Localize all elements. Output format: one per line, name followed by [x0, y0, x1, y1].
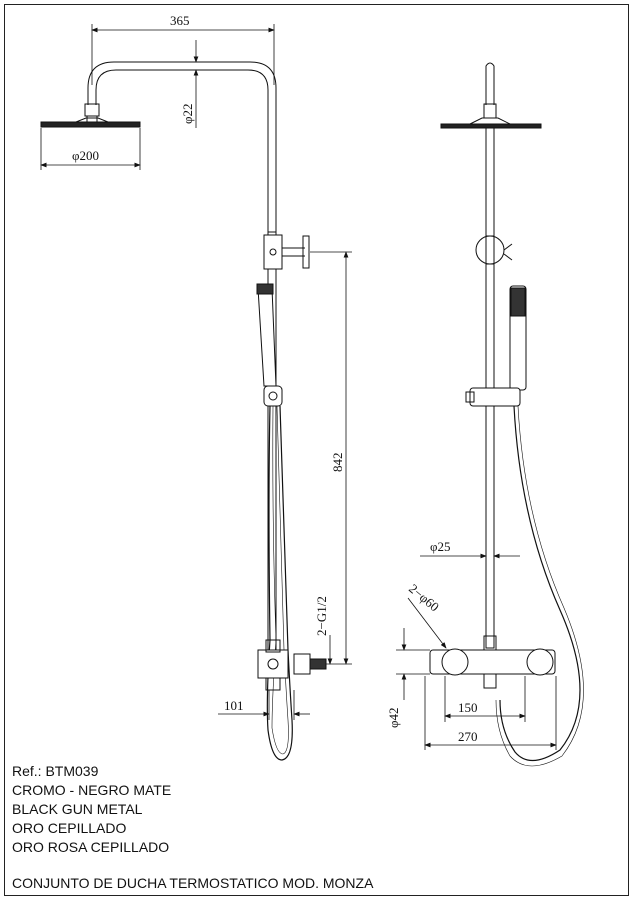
- dim-365: 365: [170, 13, 190, 28]
- dim-thread: 2−G1/2: [314, 596, 329, 636]
- right-handle: [526, 648, 554, 676]
- front-diverter: [475, 235, 505, 265]
- slide-holder: [263, 385, 283, 407]
- drawing-frame: [4, 4, 629, 896]
- shower-arm: [87, 61, 277, 232]
- side-view: [40, 61, 327, 761]
- dim-dia-200: φ200: [72, 148, 99, 163]
- dim-dia-60: 2−φ60: [406, 581, 442, 615]
- dim-dia-22: φ22: [180, 103, 195, 124]
- finish-option-1: CROMO - NEGRO MATE: [12, 782, 172, 798]
- mixer-side: [257, 649, 289, 679]
- front-dimensions: [396, 553, 557, 750]
- front-view: [429, 62, 584, 767]
- finish-option-2: BLACK GUN METAL: [12, 801, 143, 817]
- dim-842: 842: [330, 453, 345, 473]
- hand-shower: [257, 287, 277, 387]
- wall-connector: [293, 653, 311, 675]
- front-dim-labels: φ25 2−φ60 φ42 150 270: [386, 539, 478, 744]
- arm-joint: [84, 103, 100, 117]
- left-handle: [441, 648, 469, 676]
- side-dimensions: [40, 24, 352, 720]
- drawing-title: CONJUNTO DE DUCHA TERMOSTATICO MOD. MONZ…: [12, 875, 374, 891]
- shower-arm-inner: [95, 69, 269, 232]
- dim-150: 150: [458, 700, 478, 715]
- dim-dia-25: φ25: [430, 539, 451, 554]
- head-shower-front: [440, 123, 542, 129]
- dim-101: 101: [224, 698, 244, 713]
- hose: [266, 405, 293, 761]
- dim-270: 270: [458, 729, 478, 744]
- front-hose: [499, 405, 581, 762]
- finish-option-4: ORO ROSA CEPILLADO: [12, 839, 170, 855]
- diverter-knob: [302, 235, 310, 269]
- reference-code: Ref.: BTM039: [12, 763, 99, 779]
- dim-dia-42: φ42: [386, 707, 401, 728]
- finish-option-3: ORO CEPILLADO: [12, 820, 127, 836]
- side-dim-labels: 365 φ22 φ200 842 2−G1/2 101: [72, 13, 345, 713]
- head-shower-side: [40, 121, 141, 128]
- diverter-body: [263, 234, 283, 270]
- front-slide-holder: [469, 387, 521, 407]
